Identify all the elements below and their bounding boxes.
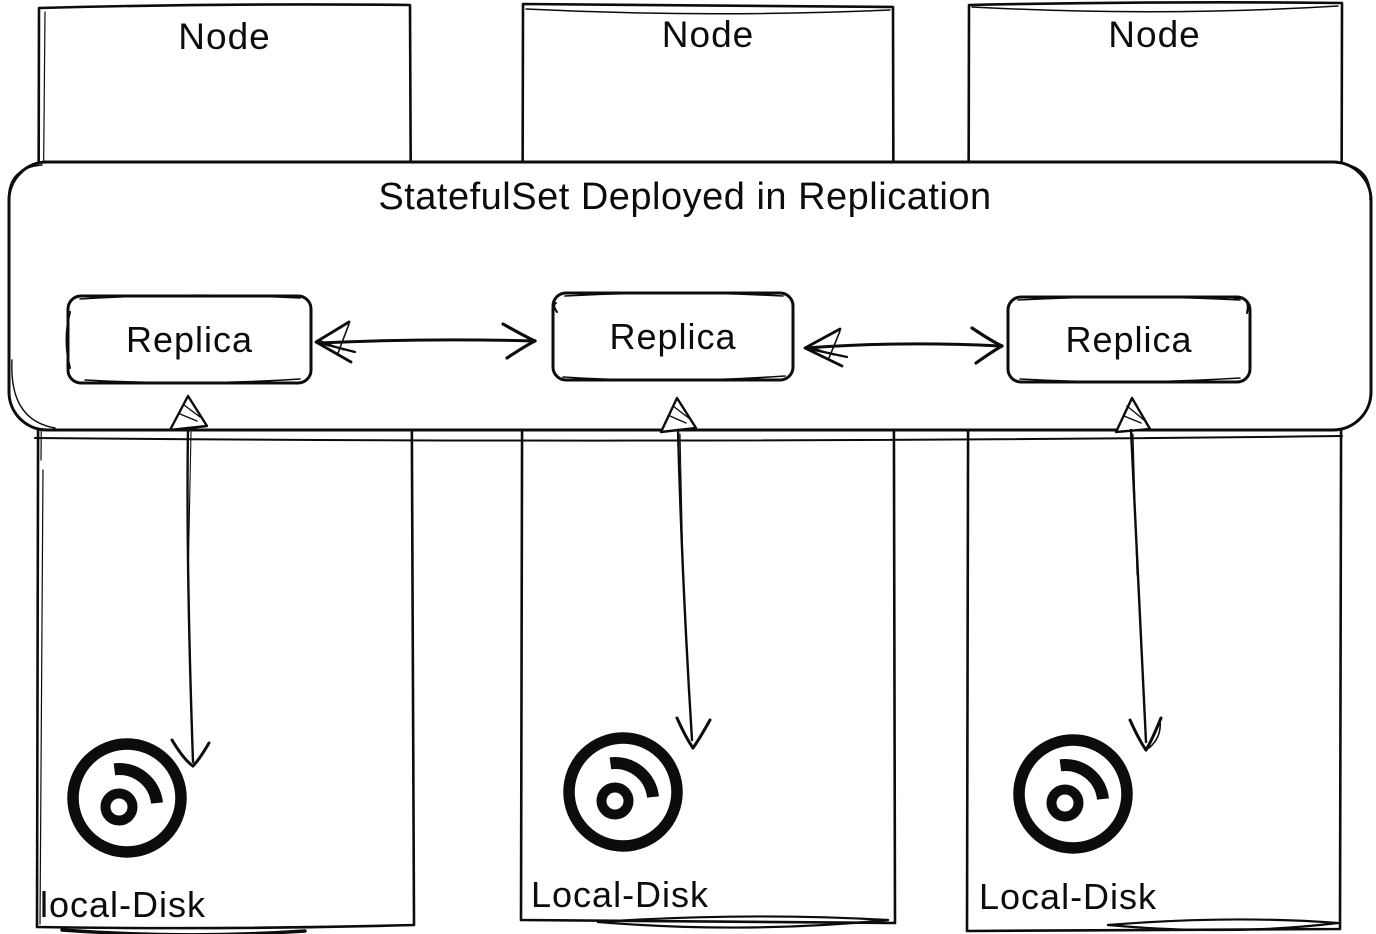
replication-arrow-1-2 xyxy=(314,320,537,364)
storage-arrow-2 xyxy=(659,396,712,750)
disk-icon-1 xyxy=(67,738,187,858)
storage-arrow-3 xyxy=(1114,396,1163,752)
banner-title: StatefulSet Deployed in Replication xyxy=(378,176,992,218)
node-box-2 xyxy=(519,2,897,929)
replica-box-1 xyxy=(65,294,313,385)
node-box-1 xyxy=(35,3,416,934)
node-label-2: Node xyxy=(661,14,755,55)
replication-arrow-2-3 xyxy=(803,326,1004,368)
disk-label-2: Local-Disk xyxy=(531,874,710,915)
disk-icon-3 xyxy=(1013,734,1133,854)
replica-label-1: Replica xyxy=(125,318,254,360)
replica-box-3 xyxy=(1006,295,1252,384)
node-label-3: Node xyxy=(1108,14,1201,55)
node-label-1: Node xyxy=(178,16,271,57)
replica-label-2: Replica xyxy=(609,315,737,357)
storage-arrow-1 xyxy=(168,394,211,768)
replica-label-3: Replica xyxy=(1065,318,1193,360)
disk-label-3: Local-Disk xyxy=(979,876,1158,917)
disk-label-1: local-Disk xyxy=(40,884,207,925)
disk-icon-2 xyxy=(563,732,683,852)
replica-box-2 xyxy=(551,291,795,382)
